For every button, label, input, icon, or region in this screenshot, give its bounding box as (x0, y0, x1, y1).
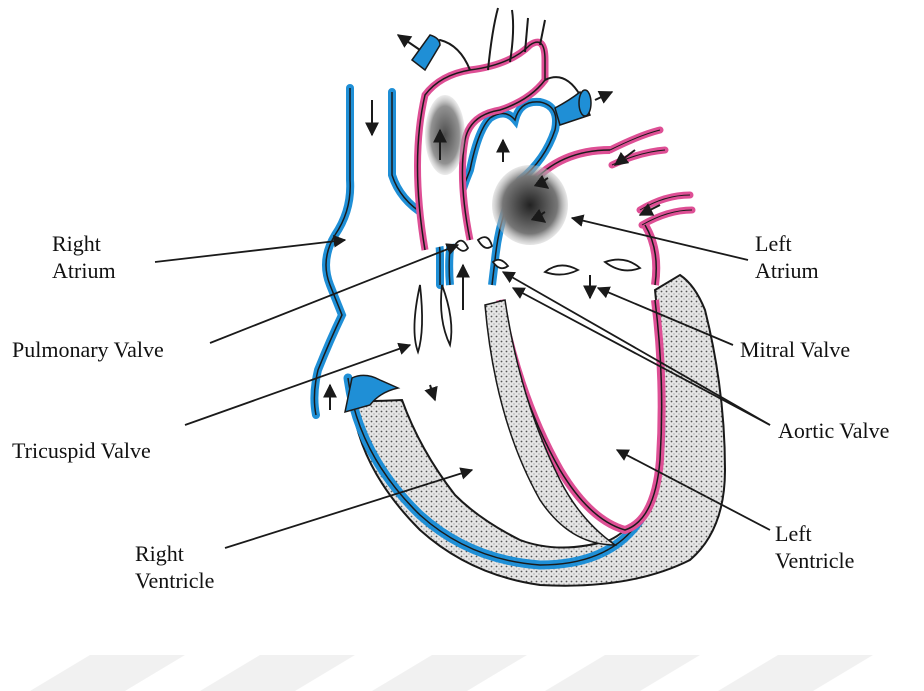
arrow-icon (430, 385, 435, 400)
label-left-ventricle-line1: Left (775, 520, 854, 547)
label-right-ventricle-line2: Ventricle (135, 567, 214, 594)
label-left-ventricle-line2: Ventricle (775, 547, 854, 574)
watermark-shapes (30, 655, 873, 691)
label-pulmonary-valve: Pulmonary Valve (12, 336, 164, 363)
label-left-atrium-line1: Left (755, 230, 819, 257)
label-right-atrium: Right Atrium (52, 230, 116, 284)
label-mitral-valve: Mitral Valve (740, 336, 850, 363)
label-left-atrium: Left Atrium (755, 230, 819, 284)
label-mitral-valve-line1: Mitral Valve (740, 336, 850, 363)
mitral-valve-leaflet (605, 260, 640, 271)
label-aortic-valve: Aortic Valve (778, 417, 889, 444)
label-right-ventricle-line1: Right (135, 540, 214, 567)
pointer-right-atrium (155, 240, 345, 262)
label-right-atrium-line2: Atrium (52, 257, 116, 284)
label-pulmonary-valve-line1: Pulmonary Valve (12, 336, 164, 363)
label-right-atrium-line1: Right (52, 230, 116, 257)
tricuspid-valve-leaflet (441, 285, 451, 345)
arrow-icon (398, 35, 420, 50)
label-tricuspid-valve: Tricuspid Valve (12, 437, 151, 464)
left-atrium-shading (492, 165, 568, 245)
label-left-atrium-line2: Atrium (755, 257, 819, 284)
label-tricuspid-valve-line1: Tricuspid Valve (12, 437, 151, 464)
label-left-ventricle: Left Ventricle (775, 520, 854, 574)
mitral-valve-leaflet (545, 265, 578, 274)
pointer-left-atrium (572, 218, 748, 260)
arrow-icon (595, 92, 612, 100)
left-pulmonary-artery (412, 35, 440, 70)
label-aortic-valve-line1: Aortic Valve (778, 417, 889, 444)
label-right-ventricle: Right Ventricle (135, 540, 214, 594)
tricuspid-valve-leaflet (414, 285, 422, 352)
